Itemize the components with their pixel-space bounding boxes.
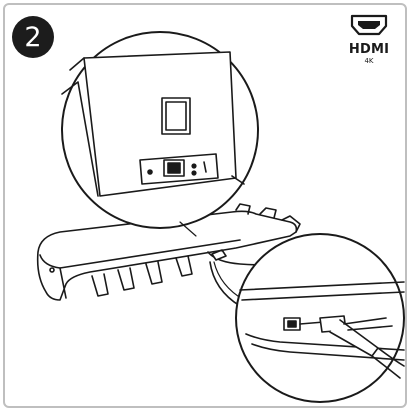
tv-back-panel-zoom	[61, 31, 259, 237]
step-number-badge: 2	[12, 16, 54, 58]
soundbar	[36, 203, 301, 301]
hdmi-connection-zoom	[235, 233, 405, 403]
hdmi-resolution-label: 4K	[364, 57, 374, 65]
hdmi-port-icon	[350, 14, 388, 36]
hdmi-badge: HDMI 4K	[340, 12, 400, 68]
hdmi-label: HDMI	[348, 42, 390, 57]
step-number: 2	[24, 21, 42, 53]
